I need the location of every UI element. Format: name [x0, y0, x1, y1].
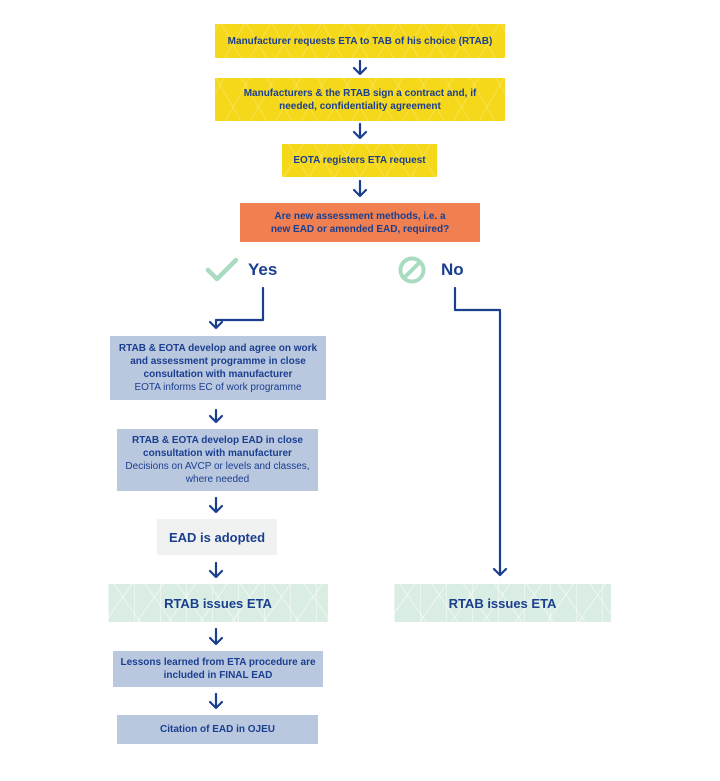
step-contract: Manufacturers & the RTAB sign a contract… [215, 78, 505, 121]
citation-text: Citation of EAD in OJEU [160, 724, 275, 735]
arrow-register-to-question [352, 179, 368, 198]
step-contract-text: Manufacturers & the RTAB sign a contract… [243, 87, 477, 112]
prohibited-icon [398, 256, 426, 284]
ead-adopted-text: EAD is adopted [168, 529, 266, 545]
yes-issues-eta-text: RTAB issues ETA [164, 595, 272, 611]
work-programme-sub: EOTA informs EC of work programme [134, 382, 302, 393]
no-issues-eta-text: RTAB issues ETA [448, 595, 557, 611]
step-citation: Citation of EAD in OJEU [117, 715, 318, 744]
step-register-text: EOTA registers ETA request [293, 155, 426, 166]
arrow-issues-to-lessons [208, 627, 224, 646]
develop-ead-sub: Decisions on AVCP or levels and classes,… [125, 461, 310, 485]
work-programme-main: RTAB & EOTA develop and agree on work an… [118, 343, 318, 380]
arrow-request-to-contract [352, 59, 368, 76]
step-yes-issues-eta: RTAB issues ETA [108, 584, 328, 622]
decision-question-text: Are new assessment methods, i.e. a new E… [270, 210, 450, 235]
arrow-develop-to-adopted [208, 496, 224, 514]
step-no-issues-eta: RTAB issues ETA [394, 584, 611, 622]
step-request: Manufacturer requests ETA to TAB of his … [215, 24, 505, 58]
check-icon [205, 257, 239, 282]
develop-ead-main: RTAB & EOTA develop EAD in close consult… [132, 435, 303, 459]
decision-question: Are new assessment methods, i.e. a new E… [240, 203, 480, 242]
step-work-programme: RTAB & EOTA develop and agree on work an… [110, 336, 326, 400]
arrow-yes-to-work-programme [208, 286, 265, 330]
arrow-contract-to-register [352, 122, 368, 140]
step-ead-adopted: EAD is adopted [157, 519, 277, 555]
arrow-work-to-develop [208, 408, 224, 424]
step-lessons-learned: Lessons learned from ETA procedure are i… [113, 651, 323, 687]
step-register: EOTA registers ETA request [282, 144, 437, 177]
lessons-learned-text: Lessons learned from ETA procedure are i… [120, 657, 316, 681]
step-request-text: Manufacturer requests ETA to TAB of his … [227, 35, 493, 47]
step-develop-ead: RTAB & EOTA develop EAD in close consult… [117, 429, 318, 491]
arrow-lessons-to-citation [208, 692, 224, 710]
arrow-adopted-to-issues [208, 561, 224, 579]
yes-label: Yes [248, 260, 278, 279]
arrow-no-to-issues [453, 286, 508, 577]
no-label: No [441, 260, 464, 279]
